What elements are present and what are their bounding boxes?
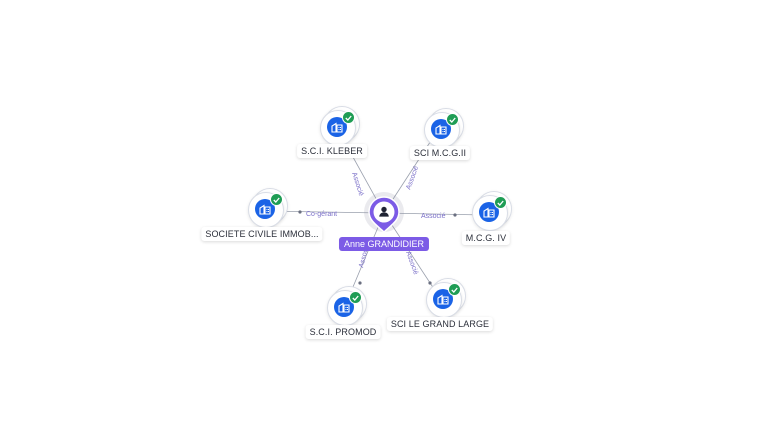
edge-label-mcg-iv: Associé — [421, 213, 446, 220]
edge-label-societe-civile: Co-gérant — [306, 211, 337, 218]
verified-check-icon — [349, 291, 362, 304]
company-label-promod[interactable]: S.C.I. PROMOD — [305, 325, 381, 339]
company-node-mcg-ii[interactable] — [412, 100, 472, 160]
edge-label-kleber: Associé — [350, 171, 364, 197]
company-label-kleber[interactable]: S.C.I. KLEBER — [297, 144, 367, 158]
company-label-grand-large[interactable]: SCI LE GRAND LARGE — [386, 317, 494, 331]
edge-arrow-grand-large — [428, 281, 432, 285]
company-node-promod[interactable] — [315, 278, 375, 338]
building-icon — [433, 289, 453, 309]
building-icon — [479, 202, 499, 222]
user-icon — [379, 206, 389, 217]
edge-arrow-promod — [358, 281, 362, 285]
verified-check-icon — [342, 111, 355, 124]
edge-arrow-mcg-iv — [453, 213, 457, 217]
verified-check-icon — [448, 283, 461, 296]
edge-mcg-iv — [383, 212, 485, 216]
company-node-mcg-iv[interactable] — [460, 183, 520, 243]
company-node-kleber[interactable] — [308, 98, 368, 158]
building-icon — [334, 297, 354, 317]
building-icon — [431, 119, 451, 139]
company-label-societe-civile[interactable]: SOCIETE CIVILE IMMOB... — [201, 227, 323, 241]
verified-check-icon — [494, 196, 507, 209]
edge-arrow-societe-civile — [298, 210, 302, 214]
person-marker — [368, 196, 400, 234]
verified-check-icon — [270, 193, 283, 206]
company-label-mcg-ii[interactable]: SCI M.C.G.II — [409, 146, 471, 160]
company-label-mcg-iv[interactable]: M.C.G. IV — [461, 231, 511, 245]
company-node-societe-civile[interactable] — [236, 180, 296, 240]
person-node[interactable] — [364, 192, 404, 236]
edge-label-mcg-ii: Associé — [405, 165, 420, 191]
building-icon — [255, 199, 275, 219]
building-icon — [327, 117, 347, 137]
verified-check-icon — [446, 113, 459, 126]
person-name-label[interactable]: Anne GRANDIDIER — [338, 237, 430, 251]
company-node-grand-large[interactable] — [414, 270, 474, 330]
